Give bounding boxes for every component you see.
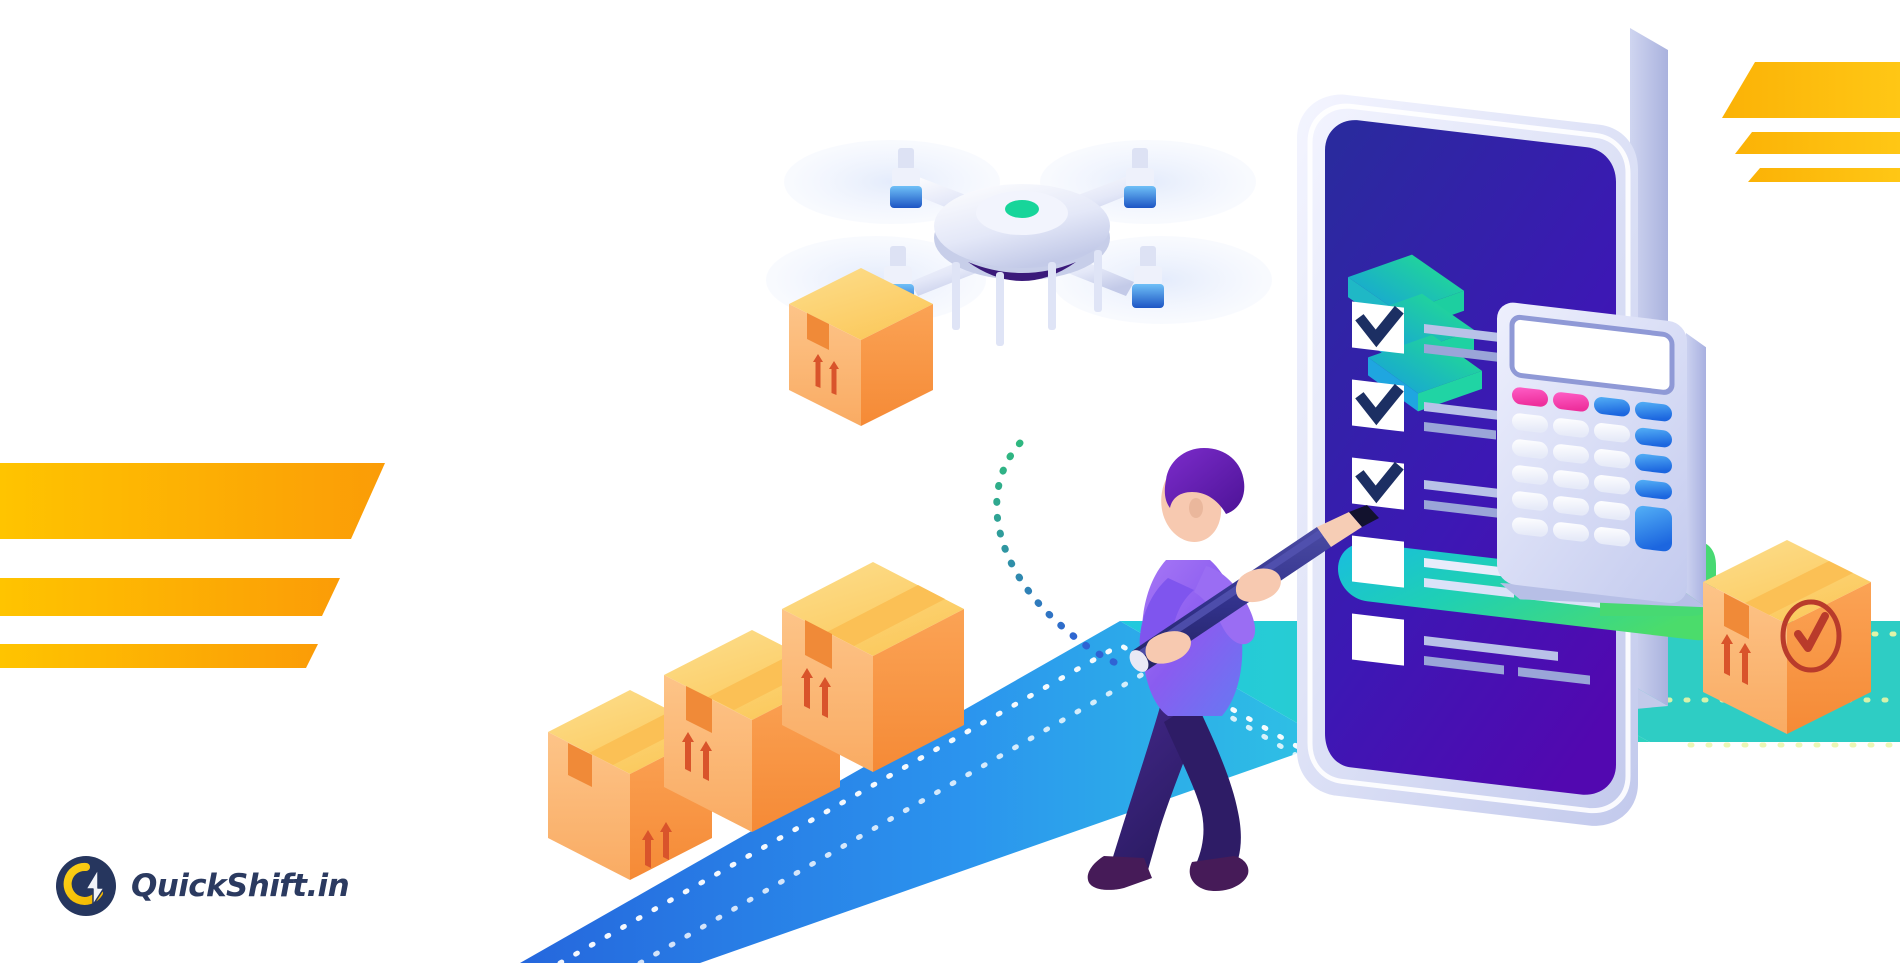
check-icon (1355, 305, 1404, 348)
calc-key-white[interactable] (1553, 417, 1589, 438)
calc-key-white[interactable] (1594, 448, 1630, 469)
box-tape-flap (807, 313, 829, 350)
checklist-row-5[interactable] (1352, 613, 1590, 688)
box-drone-payload (789, 268, 933, 426)
fragile-arrows-icon (642, 822, 672, 868)
leg-front (1164, 702, 1241, 874)
hand-upper (1235, 568, 1281, 603)
brand-logo[interactable]: QuickShift.in (55, 855, 350, 917)
text-line (1424, 636, 1558, 661)
pencil-lead (1349, 505, 1379, 527)
dotted-curve (993, 439, 1124, 669)
belt-dash-blue-a (557, 642, 1303, 963)
check-icon (1355, 383, 1404, 426)
calculator-side (1686, 332, 1706, 608)
checkbox[interactable] (1352, 535, 1404, 588)
stripe-right-2 (1735, 132, 1900, 154)
stripe-left-3 (0, 644, 318, 668)
calc-key-white[interactable] (1594, 474, 1630, 495)
calc-key-white[interactable] (1594, 526, 1630, 547)
calc-key-pink[interactable] (1512, 386, 1548, 407)
calc-key-white[interactable] (1553, 521, 1589, 542)
verified-stamp-icon (1780, 599, 1842, 673)
calc-key-white[interactable] (1594, 500, 1630, 521)
check-icon (1355, 461, 1404, 504)
box-tape-flap (805, 620, 832, 669)
calc-key-white[interactable] (1512, 464, 1548, 485)
text-line (1424, 344, 1520, 365)
calc-key-white[interactable] (1594, 422, 1630, 443)
text-line (1424, 578, 1514, 598)
hand-lower (1145, 631, 1191, 664)
belt-blue-top (520, 621, 1330, 963)
calc-key-white[interactable] (1553, 469, 1589, 490)
pencil-eraser (1129, 650, 1149, 672)
calc-key-blue[interactable] (1635, 401, 1672, 422)
calc-key-white[interactable] (1512, 438, 1548, 459)
pencil-barrel-highlight (1134, 530, 1323, 660)
text-line (1424, 422, 1496, 440)
box-face-right (1787, 582, 1871, 734)
text-line (1424, 500, 1510, 520)
box-face-right (873, 609, 964, 772)
stripe-left-2 (0, 578, 340, 616)
fragile-arrows-icon (1721, 634, 1751, 685)
calc-key-pink[interactable] (1553, 391, 1589, 412)
calc-key-blue[interactable] (1594, 396, 1630, 417)
quickshift-q-bolt-icon (56, 856, 116, 916)
fragile-arrows-icon (682, 732, 712, 781)
calc-key-white[interactable] (1512, 490, 1548, 511)
ear (1189, 498, 1203, 518)
calculator-keypad[interactable] (1512, 386, 1672, 552)
fragile-arrows-icon (813, 354, 839, 395)
shoe-back (1087, 856, 1152, 890)
calc-key-white[interactable] (1553, 443, 1589, 464)
stripe-left-1 (0, 463, 385, 539)
drone-status-light (1005, 200, 1039, 218)
calc-key-white[interactable] (1512, 412, 1548, 433)
box-tape-flap (686, 686, 712, 733)
box-top-band (827, 585, 945, 646)
checkbox[interactable] (1352, 613, 1404, 666)
brand-name: QuickShift.in (131, 868, 350, 904)
box-face-right (861, 304, 933, 426)
calc-key-white[interactable] (1512, 516, 1548, 537)
text-line (1518, 667, 1590, 685)
text-line (1424, 656, 1504, 675)
hair (1164, 448, 1245, 514)
calc-key-blue[interactable] (1635, 427, 1672, 448)
box-top-band (1745, 561, 1853, 615)
calc-key-white[interactable] (1553, 495, 1589, 516)
motor-front-right (1132, 246, 1164, 308)
stripe-right-1 (1722, 62, 1900, 118)
calc-key-blue[interactable] (1635, 453, 1672, 474)
calc-key-blue[interactable] (1635, 479, 1672, 500)
stripe-right-3 (1748, 168, 1900, 182)
calculator-display (1509, 314, 1675, 395)
box-tape-flap (568, 743, 592, 787)
shoe-front (1189, 856, 1249, 892)
phone-frame-highlight (1307, 103, 1631, 814)
box-3 (782, 562, 964, 772)
fragile-arrows-icon (801, 668, 831, 718)
motor-back-left (890, 148, 922, 208)
drone-legs (952, 250, 1102, 346)
pencil-wood-tip (1317, 512, 1362, 547)
motor-back-right (1124, 148, 1156, 208)
calc-key-blue-equals[interactable] (1635, 505, 1672, 552)
belt-dash-blue-b (637, 667, 1333, 963)
box-tape-flap (1724, 593, 1749, 639)
